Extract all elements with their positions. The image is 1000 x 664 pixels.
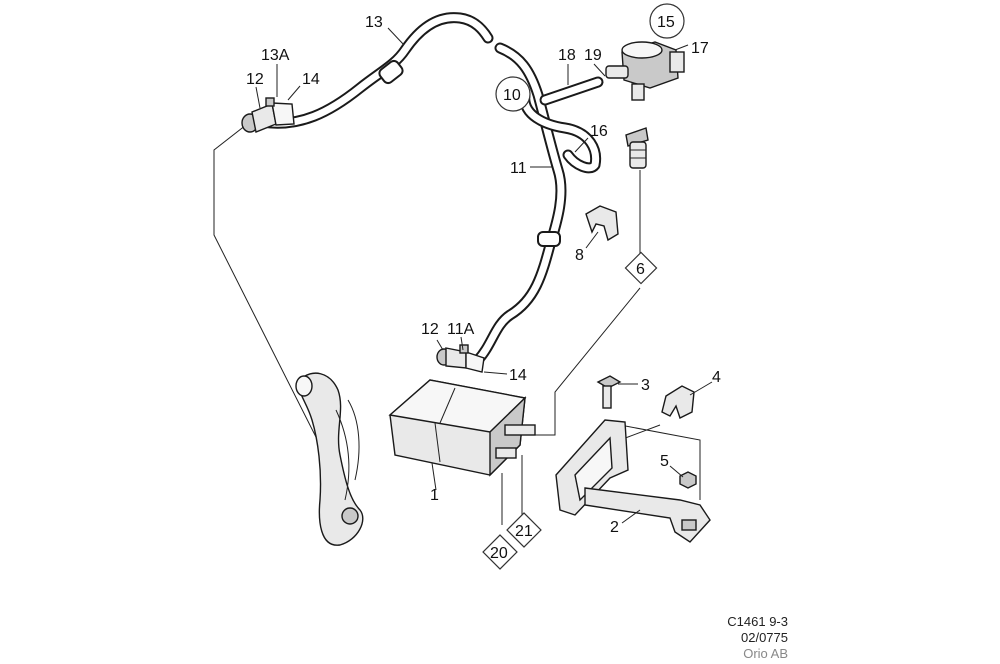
label-14-bottom: 14 <box>509 367 527 384</box>
label-12-bottom: 12 <box>421 321 439 338</box>
labels: 13 13A 12 14 10 15 18 19 17 16 11 8 6 12… <box>246 14 721 562</box>
label-5: 5 <box>660 453 669 470</box>
label-4: 4 <box>712 369 721 386</box>
clip-4 <box>661 385 695 419</box>
callout-circle-15 <box>649 3 685 39</box>
label-11: 11 <box>510 160 527 177</box>
nut-5 <box>679 471 697 489</box>
callout-diamond-6 <box>624 251 658 285</box>
callout-circles <box>495 3 685 112</box>
label-8: 8 <box>575 247 584 264</box>
label-1: 1 <box>430 487 439 504</box>
charcoal-canister <box>388 379 536 477</box>
intake-pipe <box>295 372 364 546</box>
connector-bottom <box>436 344 485 373</box>
footer-brand: Orio AB <box>743 646 788 661</box>
label-19: 19 <box>584 47 602 64</box>
label-3: 3 <box>641 377 650 394</box>
bolt-3 <box>596 375 622 409</box>
hose-16 <box>519 89 602 174</box>
hose-11 <box>472 42 567 366</box>
footer-code: C1461 9-3 <box>727 614 788 629</box>
label-16: 16 <box>590 123 608 140</box>
bracket-2 <box>555 419 711 543</box>
label-13a: 13A <box>261 47 290 64</box>
leader-lines <box>255 27 713 524</box>
label-13: 13 <box>365 14 383 31</box>
footer-date: 02/0775 <box>741 630 788 645</box>
label-15: 15 <box>657 14 675 31</box>
hose-18 <box>539 76 604 106</box>
callout-diamonds <box>482 251 658 570</box>
purge-valve <box>605 41 685 101</box>
callout-diamond-20 <box>482 534 518 570</box>
label-10: 10 <box>503 87 521 104</box>
callout-circle-10 <box>495 76 531 112</box>
callout-diamond-21 <box>506 512 542 548</box>
label-20: 20 <box>490 545 508 562</box>
reference-lines <box>213 124 701 525</box>
label-17: 17 <box>691 40 709 57</box>
clip-8 <box>585 205 619 242</box>
label-12-top: 12 <box>246 71 264 88</box>
label-14-top: 14 <box>302 71 320 88</box>
elbow-fitting <box>625 127 649 169</box>
connector-top <box>241 97 295 133</box>
label-6: 6 <box>636 261 645 278</box>
label-21: 21 <box>515 523 533 540</box>
hose-13 <box>256 12 494 129</box>
label-11a: 11A <box>447 321 475 338</box>
label-18: 18 <box>558 47 576 64</box>
footer: C1461 9-3 02/0775 Orio AB <box>727 614 788 661</box>
label-2: 2 <box>610 519 619 536</box>
